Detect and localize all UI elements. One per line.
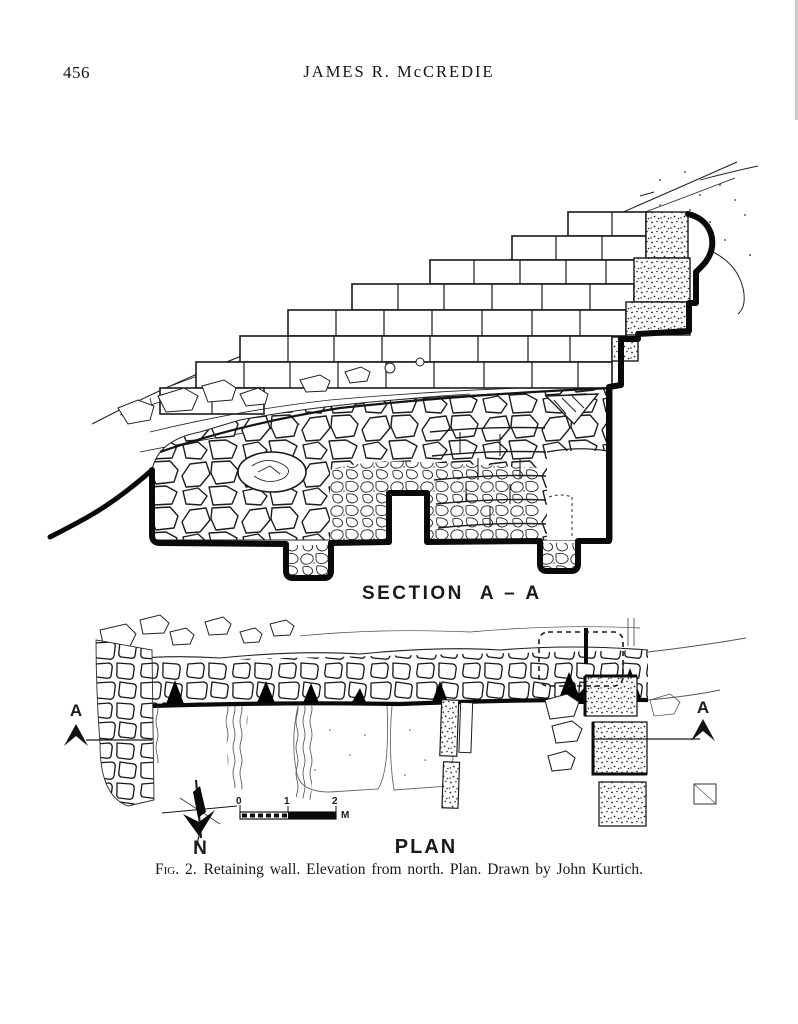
plan-right-extensions (647, 637, 747, 805)
scarp-striations (154, 706, 316, 800)
section-label-markers: A – A (479, 583, 543, 604)
section-marker-a-right: A (696, 698, 710, 717)
arrowhead-right (691, 719, 715, 741)
right-block-cluster (544, 618, 648, 827)
dashed-restored-block (538, 631, 624, 687)
plan-drawing (95, 614, 747, 827)
section-drawing (47, 161, 759, 581)
scale-unit: M (341, 810, 350, 821)
excavation-outlines (293, 705, 454, 793)
hillside-dots (659, 171, 751, 256)
scale-tick-0: 0 (236, 796, 242, 807)
section-line-markers (64, 719, 715, 746)
section-marker-a-left: A (69, 701, 83, 720)
caption-label: Fig. 2. (154, 861, 197, 878)
scan-edge-shadow (795, 0, 798, 120)
scale-tick-1: 1 (284, 796, 290, 807)
excavation-dots (314, 729, 426, 776)
earth-band (117, 357, 521, 453)
ashlar-courses (159, 211, 647, 415)
page-number: 456 (63, 63, 90, 82)
caption-text: Retaining wall. Elevation from north. Pl… (203, 861, 644, 878)
ashlar-joints (211, 212, 613, 414)
scale-tick-2: 2 (332, 796, 338, 807)
plan-stone-band (100, 650, 648, 706)
running-head: JAMES R. McCREDIE (303, 62, 495, 81)
left-trench (95, 639, 155, 807)
scale-bar (239, 805, 337, 820)
north-arrow (161, 779, 238, 853)
plan-label: PLAN (394, 836, 458, 858)
tumbled-stones (99, 614, 295, 649)
arrowhead-left (64, 724, 88, 746)
section-label: SECTION A – A (332, 583, 572, 605)
fallen-slabs (439, 699, 474, 809)
north-label: N (193, 838, 207, 859)
heavy-outline (47, 211, 716, 581)
rubble-wall (151, 386, 613, 575)
figure-caption: Fig. 2. Retaining wall. Elevation from no… (0, 861, 798, 879)
section-label-word: SECTION (361, 583, 464, 604)
